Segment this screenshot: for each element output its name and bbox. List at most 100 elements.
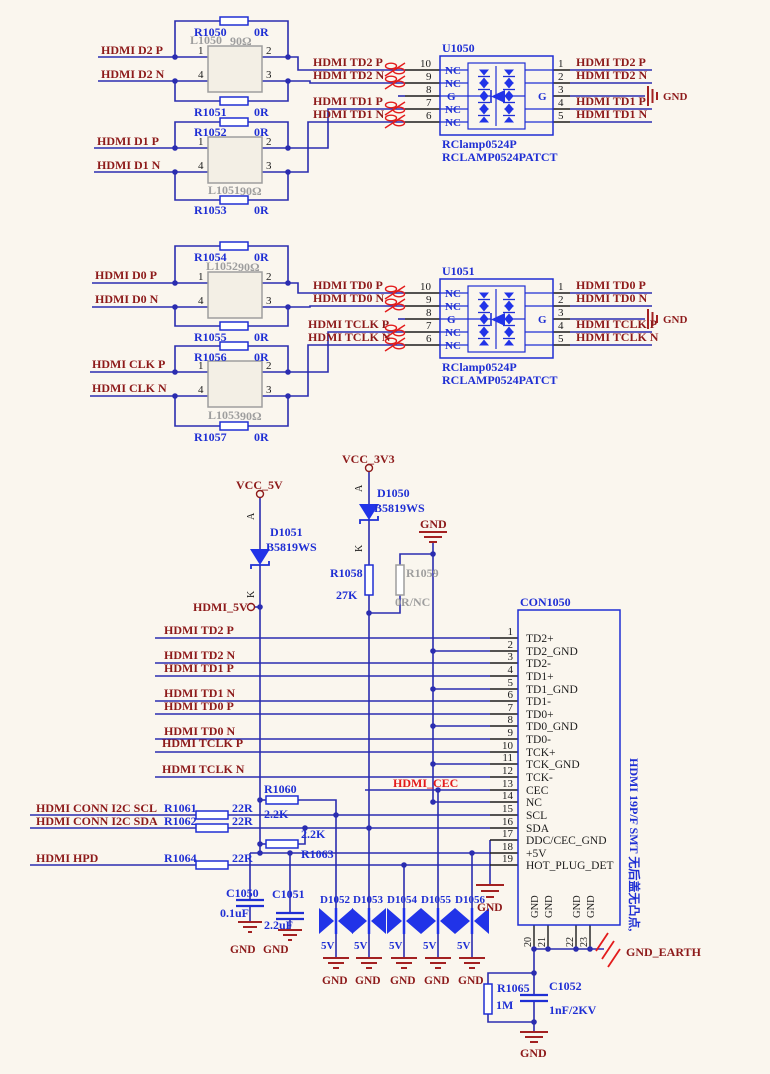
label-129: 1 bbox=[508, 626, 514, 638]
junction-dot bbox=[430, 723, 436, 729]
array-diode bbox=[504, 292, 514, 299]
label-39: G bbox=[538, 91, 547, 103]
label-181: C1050 bbox=[226, 886, 259, 900]
label-4: R1050 bbox=[194, 25, 227, 39]
label-132: 4 bbox=[508, 664, 514, 676]
label-22: 4 bbox=[198, 160, 204, 172]
junction-dot bbox=[430, 799, 436, 805]
array-diode bbox=[504, 90, 514, 97]
label-210: 23 bbox=[579, 937, 590, 947]
junction-dot bbox=[172, 145, 178, 151]
label-48: HDMI TD1 N bbox=[576, 107, 647, 121]
net-hdmi-clk-p: HDMI CLK P bbox=[92, 357, 165, 371]
label-203: GND bbox=[530, 895, 541, 918]
label-135: 7 bbox=[508, 702, 514, 714]
label-125: HDMI TD0 N bbox=[164, 724, 235, 738]
diff-pair-icon bbox=[384, 285, 398, 293]
wire-10 bbox=[174, 172, 220, 201]
array-diode bbox=[504, 318, 514, 325]
junction-dot bbox=[430, 761, 436, 767]
junction-dot bbox=[285, 369, 291, 375]
label-200: GND bbox=[424, 975, 450, 987]
label-164: DDC/CEC_GND bbox=[526, 835, 607, 847]
diff-pair-icon bbox=[384, 285, 406, 300]
junction-dot bbox=[172, 304, 178, 310]
ic-u1051 bbox=[439, 278, 554, 359]
resistor-r1064 bbox=[195, 860, 229, 870]
label-97: HDMI TD0 P bbox=[576, 278, 646, 292]
array-diode bbox=[479, 305, 489, 312]
label-81: 9 bbox=[426, 294, 432, 306]
label-116: 27K bbox=[336, 588, 358, 602]
diff-pair-icon bbox=[384, 114, 398, 122]
diff-pair-icon bbox=[384, 101, 398, 109]
diff-pair-icon bbox=[384, 62, 406, 77]
label-150: TD2- bbox=[526, 658, 551, 670]
diff-pair-icon bbox=[384, 298, 406, 313]
label-18: 4 bbox=[198, 69, 204, 81]
label-25: HDMI TD2 N bbox=[313, 68, 384, 82]
net-hdmi-d2-p: HDMI D2 P bbox=[101, 43, 163, 57]
label-75: 3 bbox=[266, 384, 272, 396]
label-194: 5V bbox=[389, 940, 403, 952]
ref-con1050: CON1050 bbox=[520, 595, 571, 609]
diff-pair-icon bbox=[384, 101, 406, 116]
label-120: HDMI TD2 P bbox=[164, 623, 234, 637]
junction-dot bbox=[573, 946, 579, 952]
label-157: TCK+ bbox=[526, 747, 556, 759]
label-41: 2 bbox=[558, 71, 564, 83]
net-vcc-3v3: VCC_3V3 bbox=[342, 452, 395, 466]
label-174: 22R bbox=[232, 814, 253, 828]
label-186: GND bbox=[263, 944, 289, 956]
resistor-r1062 bbox=[195, 823, 229, 833]
wire-15 bbox=[262, 108, 405, 149]
label-155: TD0_GND bbox=[526, 721, 578, 733]
label-24: HDMI TD2 P bbox=[313, 55, 383, 69]
resistor-r1061 bbox=[195, 810, 229, 820]
resistor-r1058 bbox=[364, 564, 374, 596]
resistor-r1053 bbox=[219, 195, 249, 205]
label-51: RCLAMP0524PATCT bbox=[442, 150, 558, 164]
label-86: NC bbox=[445, 288, 461, 300]
power-port-circle bbox=[364, 463, 374, 473]
net-vcc-5v: VCC_5V bbox=[236, 478, 283, 492]
array-diode bbox=[479, 108, 489, 115]
label-47: HDMI TD1 P bbox=[576, 94, 646, 108]
wire-8 bbox=[174, 121, 220, 148]
resistor-r1051 bbox=[219, 96, 249, 106]
junction-dot bbox=[172, 393, 178, 399]
label-62: R1057 bbox=[194, 430, 227, 444]
ref-u1051: U1051 bbox=[442, 264, 475, 278]
choke-l1050 bbox=[207, 45, 263, 93]
wire-210 bbox=[607, 948, 621, 968]
tvs-d1052 bbox=[338, 908, 353, 934]
label-131: 3 bbox=[508, 651, 514, 663]
label-184: 2.2uF bbox=[264, 918, 293, 932]
label-28: 10 bbox=[420, 58, 432, 70]
array-diode bbox=[479, 292, 489, 299]
label-202: GND bbox=[477, 902, 503, 914]
label-204: GND bbox=[544, 895, 555, 918]
label-76: HDMI TD0 P bbox=[313, 278, 383, 292]
junction-dot bbox=[401, 862, 407, 868]
label-17: 2 bbox=[266, 45, 272, 57]
junction-dot bbox=[172, 280, 178, 286]
tvs-d1053 bbox=[371, 908, 386, 934]
array-diode bbox=[479, 82, 489, 89]
label-70: 4 bbox=[198, 295, 204, 307]
label-165: +5V bbox=[526, 848, 547, 860]
array-diode bbox=[504, 95, 514, 102]
resistor-r1057 bbox=[219, 421, 249, 431]
tvs-d1055 bbox=[440, 908, 455, 934]
label-147: 19 bbox=[502, 853, 514, 865]
resistor-r1063 bbox=[265, 839, 299, 849]
tvs-d1056 bbox=[474, 908, 489, 934]
label-50: RClamp0524P bbox=[442, 137, 517, 151]
label-34: NC bbox=[445, 65, 461, 77]
label-153: TD1- bbox=[526, 696, 551, 708]
tvs-d1054 bbox=[387, 908, 402, 934]
label-208: 21 bbox=[537, 937, 548, 947]
label-115: R1058 bbox=[330, 566, 363, 580]
junction-dot bbox=[257, 797, 263, 803]
